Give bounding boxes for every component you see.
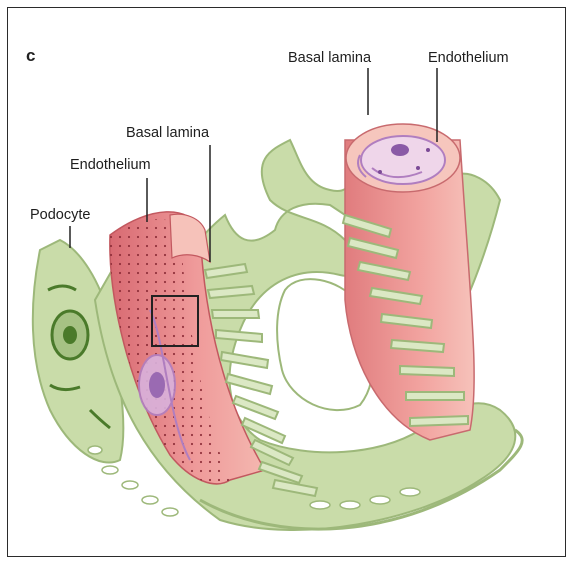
label-basal-lamina-left: Basal lamina [126, 125, 209, 141]
label-endothelium-left: Endothelium [70, 157, 151, 173]
panel-letter: c [26, 46, 35, 66]
label-podocyte: Podocyte [30, 207, 90, 223]
label-basal-lamina-top: Basal lamina [288, 50, 371, 66]
label-endothelium-top: Endothelium [428, 50, 509, 66]
